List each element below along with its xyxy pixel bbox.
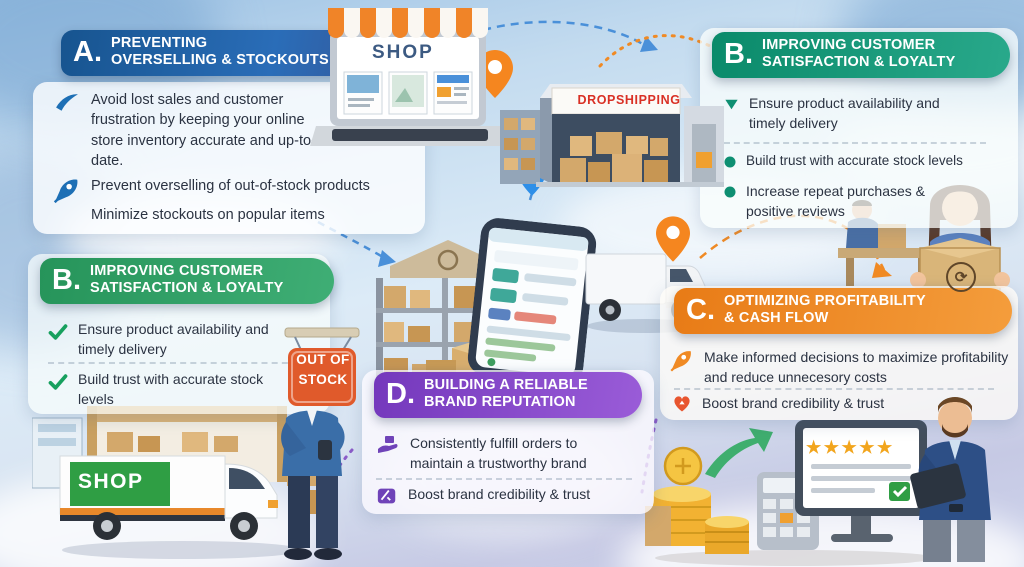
laptop-shop-illustration xyxy=(310,6,510,152)
bullet-separator xyxy=(724,142,986,144)
checkmark-icon xyxy=(48,324,68,340)
dot-bullet-icon xyxy=(724,186,736,198)
man-with-tablet-illustration xyxy=(893,392,1024,567)
bullet-separator xyxy=(48,362,298,364)
section-c-bullet-1: Make informed decisions to maximize prof… xyxy=(668,348,1012,387)
bullet-separator xyxy=(376,478,632,480)
dot-bullet-icon xyxy=(724,156,736,168)
product-cards xyxy=(343,71,473,115)
section-a-bullet-3-line: Minimize stockouts on popular items xyxy=(91,207,325,224)
section-d-bullet-1: Consistently fulfill orders to maintain … xyxy=(376,434,636,473)
out-of-stock-line2: STOCK xyxy=(298,372,348,387)
laptop-screen-label: SHOP xyxy=(372,42,434,63)
review-stars: ★★★★★ xyxy=(806,438,895,457)
rocket-icon xyxy=(53,179,78,204)
hand-delivery-icon xyxy=(378,436,398,453)
swoosh-check-icon xyxy=(56,94,78,111)
section-b-left-bullet-1: Ensure product availability and timely d… xyxy=(48,320,308,359)
warehouse-boxes xyxy=(560,132,668,182)
heart-pin-icon xyxy=(674,396,690,412)
box-brand-logo-icon: ⟳ xyxy=(946,262,976,292)
profit-monitor-illustration xyxy=(645,410,935,567)
section-b-top-letter: B. xyxy=(724,37,753,70)
section-b-top-bullet-2: Build trust with accurate stock levels xyxy=(724,152,1004,171)
section-b-top-bullet-1: Ensure product availability and timely d… xyxy=(724,94,984,133)
van-panel-label: SHOP xyxy=(78,470,144,493)
pen-badge-icon xyxy=(377,488,396,504)
section-c-title: OPTIMIZING PROFITABILITY& CASH FLOW xyxy=(724,293,926,327)
storefront-van-illustration xyxy=(31,398,332,564)
bullet-separator xyxy=(674,388,994,390)
out-of-stock-sign-illustration xyxy=(279,320,367,420)
triangle-down-icon xyxy=(725,99,738,110)
section-c-header: C. OPTIMIZING PROFITABILITY& CASH FLOW xyxy=(674,288,1012,335)
out-of-stock-line1: OUT OF xyxy=(296,352,350,367)
section-c-letter: C. xyxy=(686,293,715,326)
section-b-left-letter: B. xyxy=(52,263,81,296)
section-b-top-bullet-3: Increase repeat purchases & positive rev… xyxy=(724,182,984,221)
warehouse-illustration xyxy=(500,66,724,198)
section-d-letter: D. xyxy=(386,377,415,410)
section-a-letter: A. xyxy=(73,35,102,68)
rocket-icon xyxy=(670,351,691,372)
section-a-bullet-2-line: Prevent overselling of out-of-stock prod… xyxy=(91,178,370,194)
section-c-card: C. OPTIMIZING PROFITABILITY& CASH FLOW M… xyxy=(660,282,1018,420)
checkmark-icon xyxy=(48,374,68,390)
section-a-bullet-2: Prevent overselling of out-of-stock prod… xyxy=(51,176,421,226)
section-b-left-bullet-2: Build trust with accurate stock levels xyxy=(48,370,288,409)
awning xyxy=(328,8,488,38)
section-a-bullet-1: Avoid lost sales and customer frustratio… xyxy=(53,90,363,171)
side-shelf-boxes xyxy=(504,118,535,170)
section-c-bullet-2: Boost brand credibility & trust xyxy=(672,394,992,414)
coin-stacks xyxy=(645,486,749,554)
section-d-bullet-2: Boost brand credibility & trust xyxy=(376,485,636,507)
smartphone-app-illustration xyxy=(466,216,598,385)
warehouse-sign-label: DROPSHIPPING xyxy=(577,93,681,107)
map-pin-orange-icon xyxy=(656,216,690,262)
